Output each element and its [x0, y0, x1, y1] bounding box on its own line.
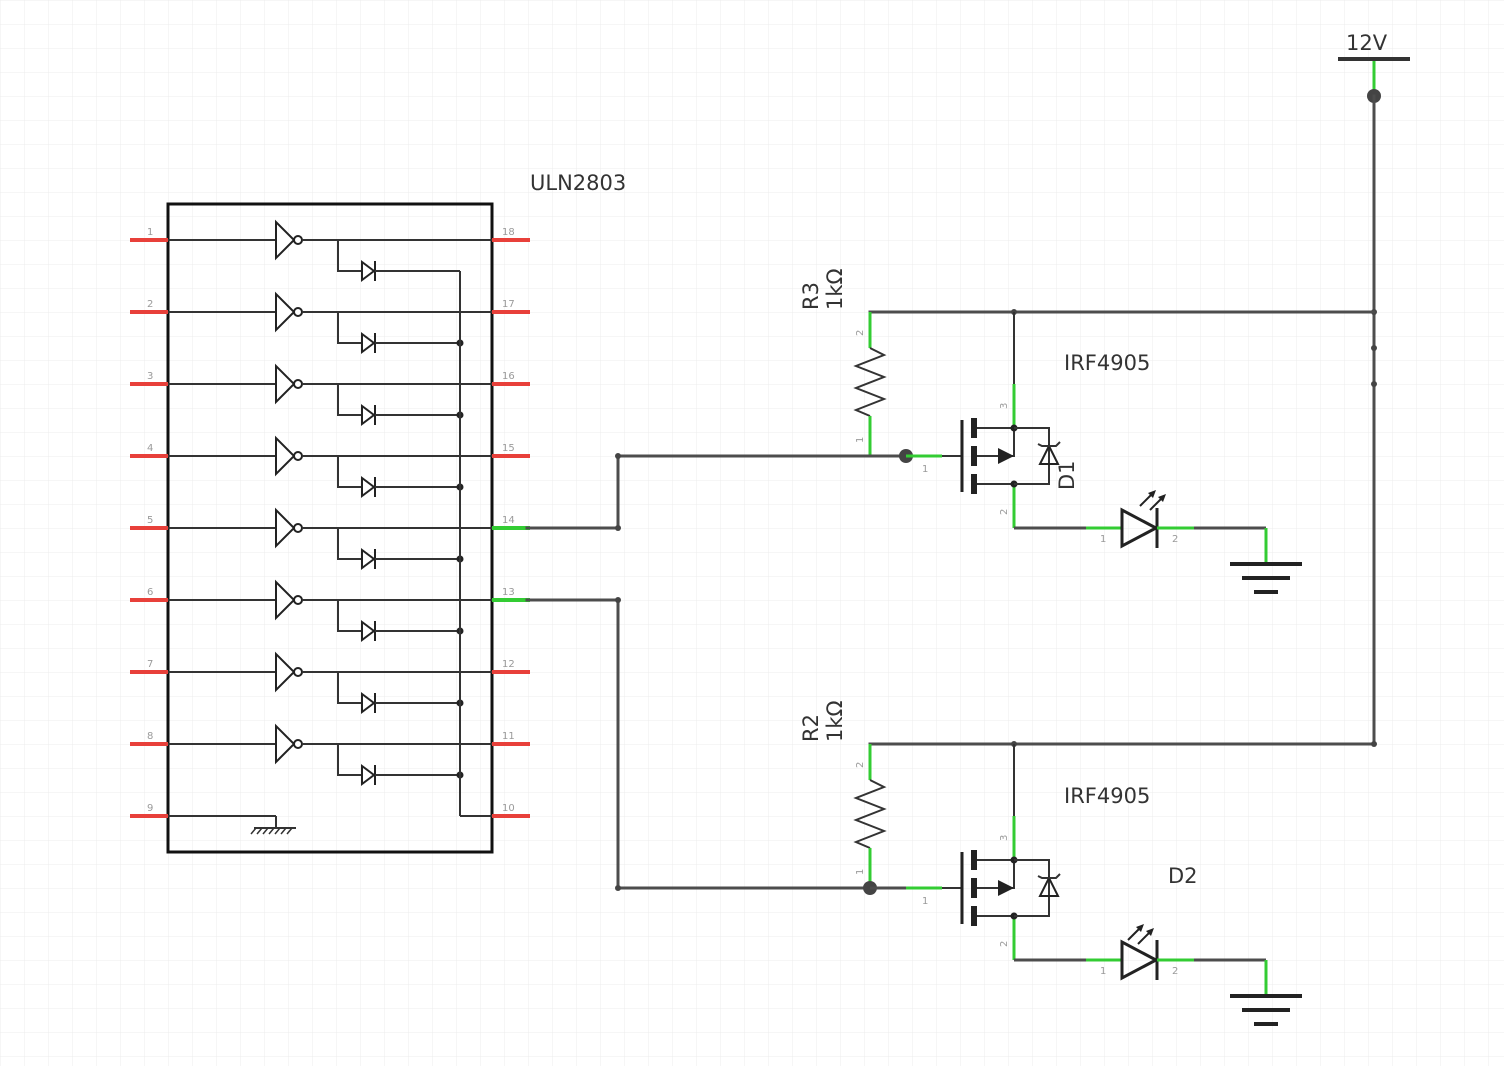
- ic-label: ULN2803: [530, 171, 626, 195]
- led-1[interactable]: 1 2: [1014, 490, 1266, 549]
- inverter-symbol: [275, 651, 296, 693]
- inverter-symbol: [275, 579, 296, 621]
- r2-name: R2: [799, 714, 823, 742]
- svg-text:2: 2: [999, 509, 1010, 515]
- ic-channel: [168, 219, 492, 282]
- ic-pin-number: 8: [147, 731, 153, 742]
- inverter-symbol: [275, 219, 296, 261]
- ic-left-pins: 1 2 3 4 5 6 7 8 9: [130, 227, 168, 818]
- svg-text:1: 1: [922, 464, 928, 475]
- rail-junction-2: [1371, 345, 1377, 351]
- resistor-r2[interactable]: 2 1: [853, 744, 887, 888]
- inverter-symbol: [275, 507, 296, 549]
- ic-pin-number: 11: [502, 731, 515, 742]
- inverter-symbol: [275, 435, 296, 477]
- ic-channel: [168, 507, 492, 570]
- r3-name: R3: [799, 282, 823, 310]
- d2-label: D2: [1168, 864, 1198, 888]
- ground-symbol-2: [1230, 960, 1302, 1026]
- svg-text:1: 1: [1100, 966, 1106, 977]
- clamp-diode-symbol: [361, 332, 376, 354]
- ic-pin-number: 15: [502, 443, 515, 454]
- ic-pin-number: 6: [147, 587, 153, 598]
- r3-value: 1kΩ: [823, 268, 847, 310]
- svg-text:2: 2: [1172, 966, 1178, 977]
- junction-pin14: [615, 525, 621, 531]
- svg-text:2: 2: [855, 330, 866, 336]
- power-label: 12V: [1346, 31, 1388, 55]
- clamp-diode-symbol: [361, 260, 376, 282]
- r2-value: 1kΩ: [823, 700, 847, 742]
- stage2-rail-junction: [1371, 741, 1377, 747]
- clamp-diode-symbol: [361, 404, 376, 426]
- ic-channel: [168, 291, 492, 354]
- ic-pin-number: 14: [502, 515, 515, 526]
- svg-text:3: 3: [999, 403, 1010, 409]
- svg-text:1: 1: [1100, 534, 1106, 545]
- resistor-r3[interactable]: 2 1: [853, 312, 887, 456]
- mosfet-q1[interactable]: 1 3 2: [906, 312, 1061, 528]
- stage-1: 2 1 R3 1kΩ 1 3 2: [799, 268, 1376, 594]
- inverter-symbol: [275, 723, 296, 765]
- ic-ground-hatch: [250, 827, 293, 835]
- ic-pin-number: 9: [147, 803, 153, 814]
- rail-junction-3: [1371, 381, 1377, 387]
- svg-text:3: 3: [999, 835, 1010, 841]
- wire-pin14-to-gate1: [525, 454, 872, 530]
- output-wires: [525, 453, 872, 891]
- ic-pin-number: 1: [147, 227, 153, 238]
- ic-pin-number: 5: [147, 515, 153, 526]
- ic-channels: [168, 219, 492, 786]
- ic-pin-number: 2: [147, 299, 153, 310]
- ic-pin-number: 10: [502, 803, 515, 814]
- d1-label: D1: [1055, 460, 1079, 490]
- stage-2: 2 1 R2 1kΩ 1 3 2: [799, 700, 1377, 1026]
- q1-part-label: IRF4905: [1064, 351, 1150, 375]
- clamp-diode-symbol: [361, 764, 376, 786]
- led-2[interactable]: 1 2: [1014, 924, 1266, 981]
- ic-pin-number: 12: [502, 659, 515, 670]
- svg-text:1: 1: [922, 896, 928, 907]
- junction-gate2-corner: [615, 885, 621, 891]
- ic-pin-number: 16: [502, 371, 515, 382]
- ic-pin-number: 17: [502, 299, 515, 310]
- svg-text:1: 1: [855, 437, 866, 443]
- inverter-symbol: [275, 363, 296, 405]
- clamp-diode-symbol: [361, 548, 376, 570]
- junction-gate1-corner: [615, 453, 621, 459]
- wire-pin13-to-gate2: [525, 598, 872, 890]
- ic-channel: [168, 579, 492, 642]
- svg-text:2: 2: [855, 762, 866, 768]
- ic-right-pins: 18 17 16 15 14 13 12 11 10: [492, 227, 530, 818]
- svg-text:2: 2: [1172, 534, 1178, 545]
- junction-pin13: [615, 597, 621, 603]
- clamp-diode-symbol: [361, 692, 376, 714]
- ic-pin-number: 13: [502, 587, 515, 598]
- ic-pin-number: 18: [502, 227, 515, 238]
- clamp-diode-symbol: [361, 620, 376, 642]
- inverter-symbol: [275, 291, 296, 333]
- svg-text:2: 2: [999, 941, 1010, 947]
- mosfet-q2[interactable]: 1 3 2: [906, 744, 1061, 960]
- clamp-diode-symbol: [361, 476, 376, 498]
- ground-symbol-1: [1230, 528, 1302, 594]
- ic-pin-number: 3: [147, 371, 153, 382]
- ic-pin-number: 4: [147, 443, 153, 454]
- ic-channel: [168, 363, 492, 426]
- ic-pin-number: 7: [147, 659, 153, 670]
- q2-part-label: IRF4905: [1064, 784, 1150, 808]
- svg-text:1: 1: [855, 869, 866, 875]
